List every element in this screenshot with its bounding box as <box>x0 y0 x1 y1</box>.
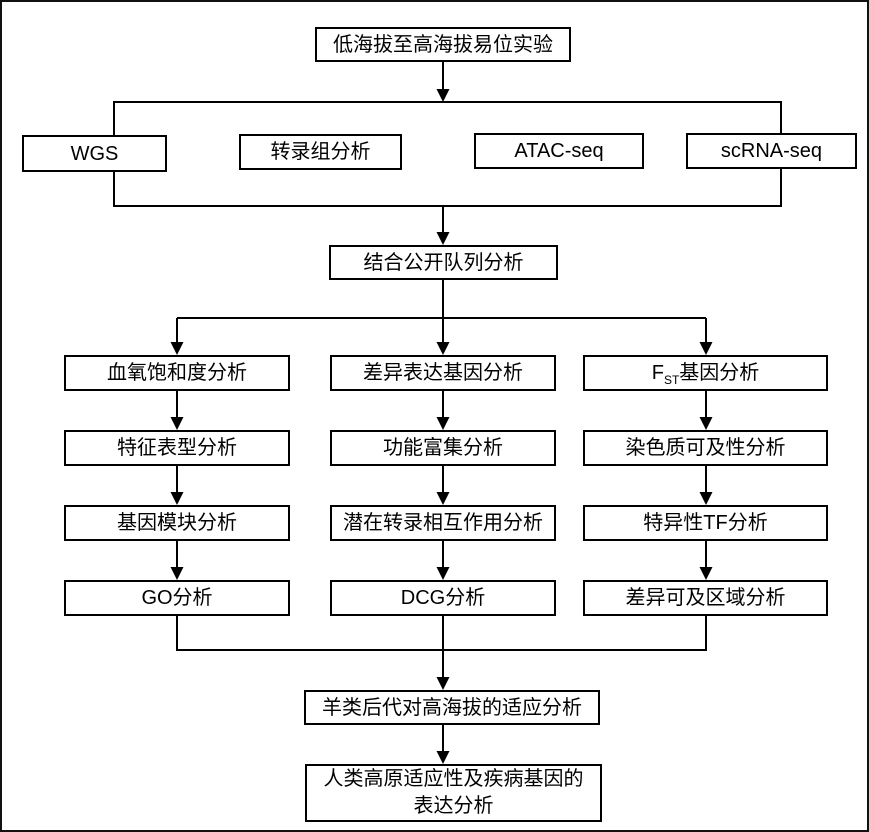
node-functional-enrichment-analysis: 功能富集分析 <box>330 430 556 466</box>
node-go-analysis: GO分析 <box>64 580 290 616</box>
fst-subscript: ST <box>663 372 680 387</box>
node-blood-oxygen-saturation-analysis: 血氧饱和度分析 <box>64 355 290 391</box>
node-scrna-seq: scRNA-seq <box>686 133 857 169</box>
node-fst-gene-analysis: FST基因分析 <box>583 355 828 391</box>
node-dcg-analysis: DCG分析 <box>330 580 556 616</box>
node-specific-tf-analysis: 特异性TF分析 <box>583 505 828 541</box>
node-atac-seq: ATAC-seq <box>474 133 644 169</box>
node-transcriptome-analysis: 转录组分析 <box>239 134 402 170</box>
connector-experiment-to-methods <box>436 62 450 102</box>
connector-methods-loop <box>113 101 782 207</box>
connector-loop-to-cohort <box>436 206 450 245</box>
connector-merge <box>176 616 707 690</box>
node-differential-accessible-region-analysis: 差异可及区域分析 <box>583 580 828 616</box>
fst-label: FST基因分析 <box>651 361 760 387</box>
node-translocation-experiment: 低海拔至高海拔易位实验 <box>315 27 571 62</box>
human-analysis-line1: 人类高原适应性及疾病基因的 <box>323 768 584 790</box>
node-public-cohort-analysis: 结合公开队列分析 <box>329 245 558 280</box>
node-potential-transcription-interaction-analysis: 潜在转录相互作用分析 <box>330 505 556 541</box>
node-gene-module-analysis: 基因模块分析 <box>64 505 290 541</box>
node-chromatin-accessibility-analysis: 染色质可及性分析 <box>583 430 828 466</box>
node-wgs: WGS <box>22 135 167 172</box>
node-differential-expression-gene-analysis: 差异表达基因分析 <box>330 355 556 391</box>
node-characteristic-phenotype-analysis: 特征表型分析 <box>64 430 290 466</box>
node-sheep-offspring-adaptation-analysis: 羊类后代对高海拔的适应分析 <box>304 690 600 725</box>
connector-sheep-to-human <box>436 725 450 764</box>
connector-cohort-branch <box>170 280 713 355</box>
connector-column-arrows <box>170 391 713 580</box>
node-human-plateau-adaptation-analysis: 人类高原适应性及疾病基因的 表达分析 <box>305 764 602 822</box>
human-analysis-line2: 表达分析 <box>413 795 494 817</box>
